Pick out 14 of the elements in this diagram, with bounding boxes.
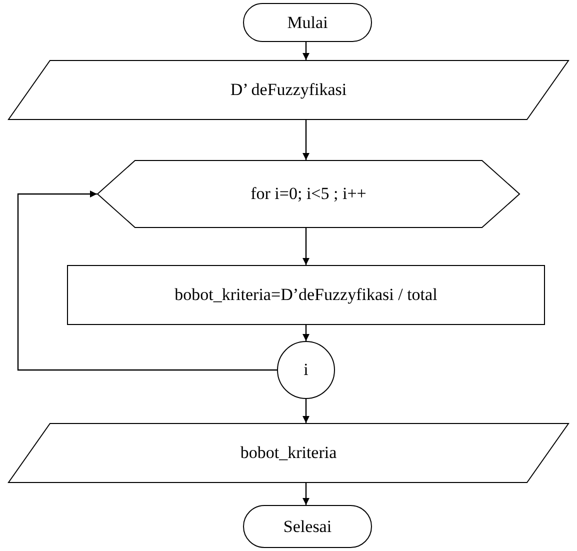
node-label: D’ deFuzzyfikasi xyxy=(230,80,347,100)
node-label: Mulai xyxy=(287,12,328,32)
node-label: bobot_kriteria xyxy=(240,443,337,463)
arrow xyxy=(302,120,310,160)
arrow xyxy=(302,325,310,341)
node-label: for i=0; i<5 ; i++ xyxy=(250,184,366,204)
arrow xyxy=(302,399,310,423)
node-label: Selesai xyxy=(283,516,332,536)
node-label: i xyxy=(304,360,308,380)
arrow xyxy=(302,483,310,505)
node-label: bobot_kriteria=D’deFuzzyfikasi / total xyxy=(174,285,438,305)
arrow xyxy=(17,190,277,371)
arrow xyxy=(302,42,310,60)
arrow xyxy=(302,228,310,265)
